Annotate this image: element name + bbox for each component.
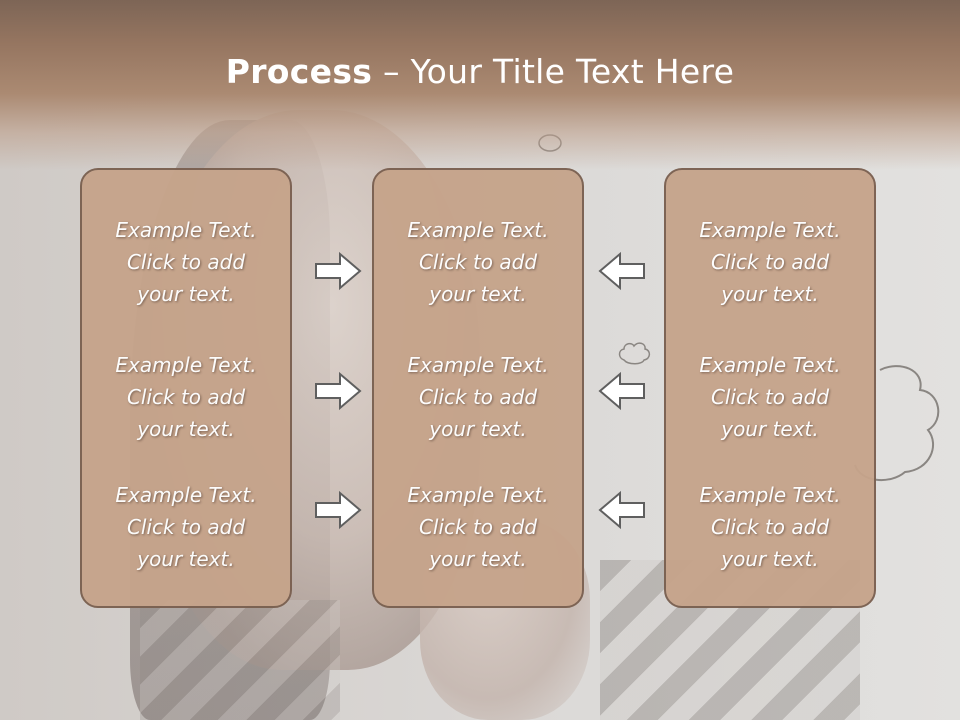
- text-line: Example Text.: [407, 353, 549, 377]
- text-line: Click to add: [710, 515, 830, 539]
- slide-title[interactable]: Process – Your Title Text Here: [0, 52, 960, 91]
- text-line: your text.: [721, 282, 819, 306]
- thought-cloud-small: [618, 342, 651, 365]
- panel-text-block[interactable]: Example Text. Click to add your text.: [82, 214, 290, 310]
- text-line: Click to add: [710, 385, 830, 409]
- text-line: your text.: [721, 417, 819, 441]
- text-line: Click to add: [710, 250, 830, 274]
- text-line: Click to add: [418, 250, 538, 274]
- panel-text-block[interactable]: Example Text. Click to add your text.: [374, 479, 582, 575]
- title-rest: – Your Title Text Here: [372, 52, 735, 91]
- process-panel-left[interactable]: Example Text. Click to add your text. Ex…: [80, 168, 292, 608]
- text-line: your text.: [721, 547, 819, 571]
- panel-text-block[interactable]: Example Text. Click to add your text.: [82, 479, 290, 575]
- left-arrow-icon: [598, 371, 645, 411]
- text-line: your text.: [429, 547, 527, 571]
- right-arrow-icon: [315, 251, 362, 291]
- panel-text-block[interactable]: Example Text. Click to add your text.: [666, 479, 874, 575]
- background-shirt-left: [140, 600, 340, 720]
- left-arrow-icon: [598, 490, 645, 530]
- text-line: Example Text.: [699, 353, 841, 377]
- title-bar: [0, 0, 960, 170]
- text-line: your text.: [137, 282, 235, 306]
- process-panel-right[interactable]: Example Text. Click to add your text. Ex…: [664, 168, 876, 608]
- left-arrow-icon: [598, 251, 645, 291]
- right-arrow-icon: [315, 371, 362, 411]
- process-panel-center[interactable]: Example Text. Click to add your text. Ex…: [372, 168, 584, 608]
- text-line: your text.: [429, 417, 527, 441]
- panel-text-block[interactable]: Example Text. Click to add your text.: [82, 349, 290, 445]
- text-line: Click to add: [126, 515, 246, 539]
- text-line: your text.: [137, 417, 235, 441]
- text-line: Example Text.: [699, 483, 841, 507]
- thought-cloud-large: [854, 365, 940, 482]
- panel-text-block[interactable]: Example Text. Click to add your text.: [666, 214, 874, 310]
- text-line: Example Text.: [407, 218, 549, 242]
- text-line: your text.: [137, 547, 235, 571]
- text-line: Click to add: [126, 250, 246, 274]
- panel-text-block[interactable]: Example Text. Click to add your text.: [374, 349, 582, 445]
- text-line: Example Text.: [115, 483, 257, 507]
- panel-text-block[interactable]: Example Text. Click to add your text.: [374, 214, 582, 310]
- text-line: Click to add: [418, 515, 538, 539]
- panel-text-block[interactable]: Example Text. Click to add your text.: [666, 349, 874, 445]
- text-line: Example Text.: [407, 483, 549, 507]
- right-arrow-icon: [315, 490, 362, 530]
- text-line: Example Text.: [115, 353, 257, 377]
- title-bold: Process: [225, 52, 373, 91]
- text-line: Example Text.: [699, 218, 841, 242]
- text-line: Click to add: [126, 385, 246, 409]
- text-line: your text.: [429, 282, 527, 306]
- text-line: Click to add: [418, 385, 538, 409]
- text-line: Example Text.: [115, 218, 257, 242]
